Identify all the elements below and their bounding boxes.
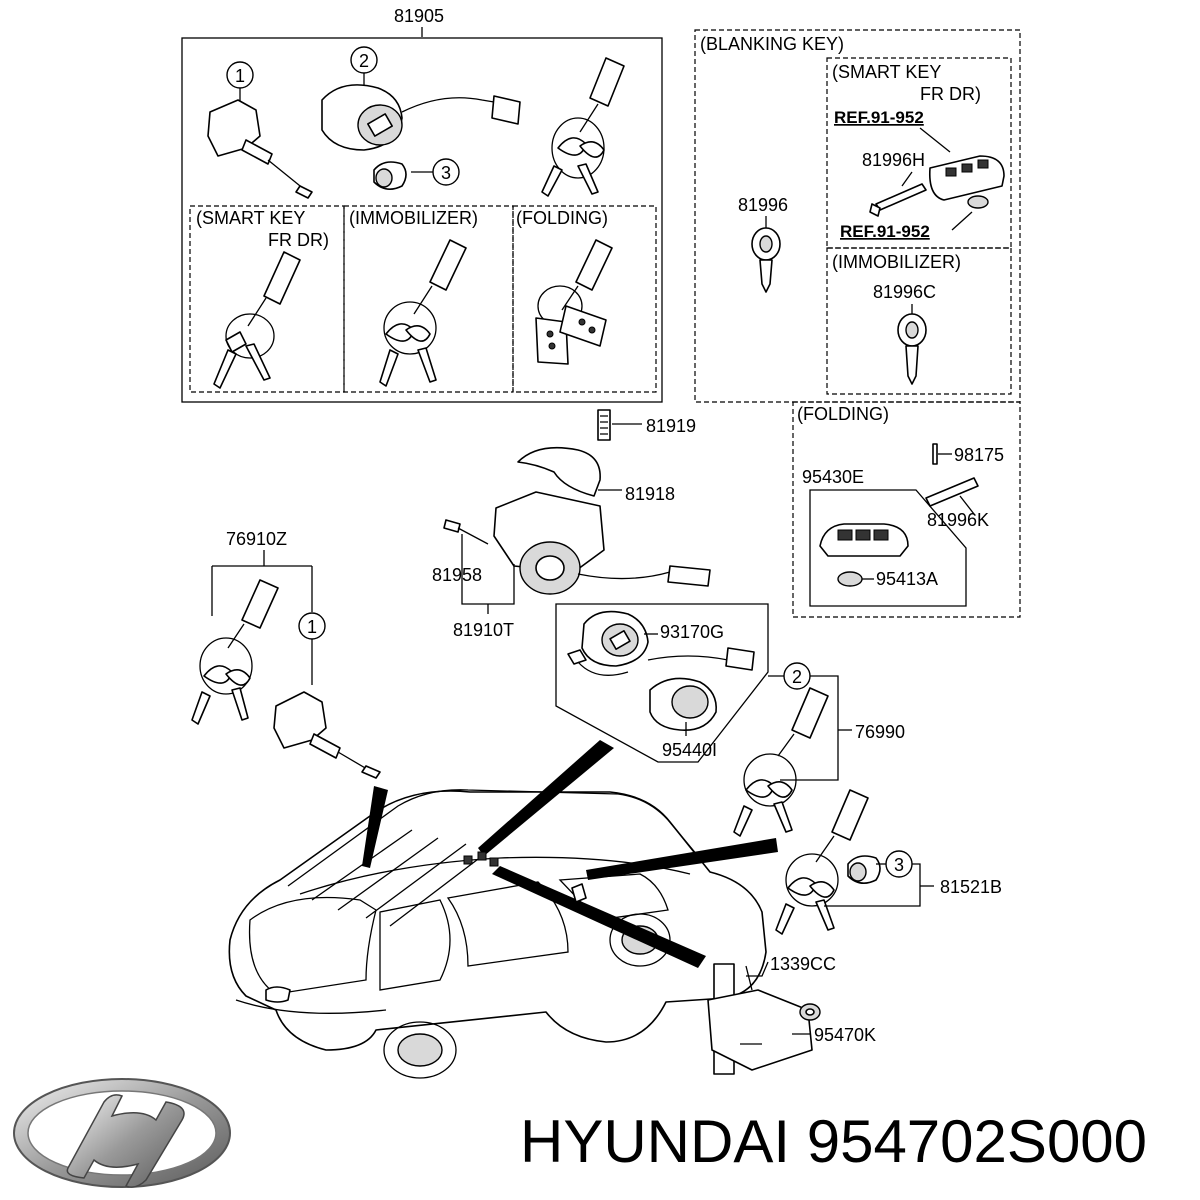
label-folding-main: (FOLDING)	[516, 208, 608, 228]
pin-icon	[932, 443, 938, 465]
small-parts-on-car-icon	[463, 851, 587, 903]
label-81996h: 81996H	[862, 150, 925, 170]
frame-folding-main	[512, 205, 657, 393]
steering-cover-icon	[517, 446, 601, 497]
battery-95413a-icon	[837, 571, 863, 587]
label-ref-2: REF.91-952	[840, 222, 930, 241]
callout-2-text: 2	[359, 51, 369, 71]
pointer-bar-3	[586, 838, 778, 880]
label-ref-1: REF.91-952	[834, 108, 924, 127]
folding-key-fob-icon	[819, 523, 909, 557]
label-81919: 81919	[646, 416, 696, 436]
label-81905: 81905	[394, 6, 444, 26]
frame-folding-right	[792, 401, 1021, 618]
key-set-icon	[541, 57, 625, 197]
folding-key-set-icon	[535, 239, 613, 365]
label-93170g: 93170G	[660, 622, 724, 642]
label-smart-key-main-2: FR DR)	[268, 230, 329, 250]
door-lock-cylinder-icon	[207, 99, 313, 199]
label-81918: 81918	[625, 484, 675, 504]
antenna-module-icon	[707, 963, 813, 1075]
label-76910z: 76910Z	[226, 529, 287, 549]
blanking-key-icon	[751, 227, 781, 293]
trunk-key-set-icon	[775, 789, 869, 935]
immobilizer-key-set-icon	[379, 239, 467, 387]
label-81996: 81996	[738, 195, 788, 215]
trunk-cylinder-b-icon	[847, 855, 881, 884]
smart-key-fob-icon	[869, 155, 1005, 217]
frame-immobilizer-main	[343, 205, 514, 393]
label-smart-key-right-1: (SMART KEY	[832, 62, 941, 82]
label-81996c: 81996C	[873, 282, 936, 302]
leader-76910z	[211, 550, 313, 616]
callout-3-text: 3	[441, 163, 451, 183]
nut-icon	[799, 1003, 821, 1021]
label-immobilizer-right: (IMMOBILIZER)	[832, 252, 961, 272]
ignition-switch-b-icon	[567, 610, 755, 676]
pointer-bar-2	[478, 740, 614, 856]
label-76990: 76990	[855, 722, 905, 742]
door-lock-cylinder-b-icon	[273, 691, 381, 779]
label-81910t: 81910T	[453, 620, 514, 640]
label-1339cc: 1339CC	[770, 954, 836, 974]
leader-81996h	[901, 171, 913, 187]
label-immobilizer-main: (IMMOBILIZER)	[349, 208, 478, 228]
immobilizer-coil-icon	[649, 677, 717, 731]
steering-lock-bolt-icon	[597, 409, 611, 441]
label-95440i: 95440I	[662, 740, 717, 760]
callout-1b-text: 1	[307, 617, 317, 637]
ignition-key-set-icon	[733, 687, 829, 837]
folding-blade-icon	[925, 477, 979, 507]
smart-key-blade-set-icon	[213, 251, 301, 389]
callout-3b-text: 3	[894, 855, 904, 875]
label-98175: 98175	[954, 445, 1004, 465]
door-key-set-icon	[191, 579, 279, 725]
label-81996k: 81996K	[927, 510, 989, 530]
shear-bolt-icon	[443, 519, 489, 545]
frame-smart-key-main	[189, 205, 345, 393]
part-number: 954702S000	[806, 1108, 1148, 1175]
label-smart-key-main-1: (SMART KEY	[196, 208, 305, 228]
leader-ref-1	[919, 127, 951, 153]
pointer-bar-1	[362, 786, 388, 868]
frame-81905	[181, 37, 663, 403]
label-folding-right: (FOLDING)	[797, 404, 889, 424]
coin-battery-icon	[967, 195, 989, 209]
label-81521b: 81521B	[940, 877, 1002, 897]
brand-and-part-number: HYUNDAI 954702S000	[520, 1102, 1190, 1182]
label-smart-key-right-2: FR DR)	[920, 84, 981, 104]
frame-95430e	[809, 489, 967, 607]
leader-ref-2	[951, 211, 973, 231]
car-suv-icon	[228, 789, 767, 1079]
leader-81996k	[959, 495, 975, 515]
pointer-bar-4	[492, 866, 706, 968]
frame-immobilizer-right	[826, 247, 1012, 395]
callout-1-text: 1	[235, 66, 245, 86]
label-95470k: 95470K	[814, 1025, 876, 1045]
bracket-81521b	[824, 863, 921, 907]
ignition-switch-icon	[321, 84, 521, 151]
label-81958: 81958	[432, 565, 482, 585]
frame-93170g	[555, 603, 769, 763]
label-95413a: 95413A	[876, 569, 938, 589]
immobilizer-blank-key-icon	[897, 313, 927, 385]
trunk-cylinder-icon	[373, 161, 407, 190]
leader-1339cc	[746, 961, 769, 977]
label-blanking-key: (BLANKING KEY)	[700, 34, 844, 54]
callout-2b-text: 2	[792, 667, 802, 687]
bracket-76990	[780, 675, 839, 781]
steering-lock-body-icon	[493, 491, 711, 595]
label-95430e: 95430E	[802, 467, 864, 487]
brand-name: HYUNDAI	[520, 1108, 791, 1175]
hyundai-logo-icon	[13, 1078, 231, 1188]
